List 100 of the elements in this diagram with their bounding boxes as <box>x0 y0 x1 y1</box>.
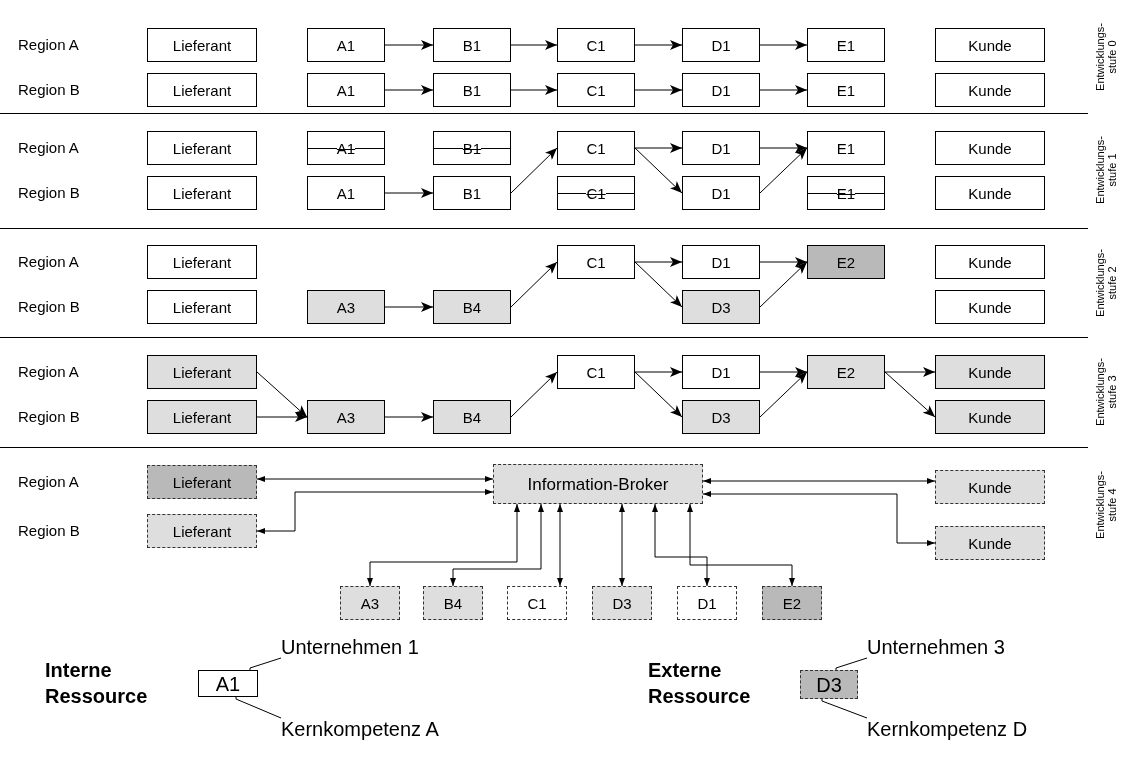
process-box <box>682 400 760 434</box>
process-box <box>682 245 760 279</box>
box-label: D1 <box>711 82 731 98</box>
process-box <box>682 73 760 107</box>
box-label: E1 <box>836 82 856 98</box>
arrow <box>759 147 808 194</box>
process-box <box>935 176 1045 210</box>
process-box <box>807 28 885 62</box>
arrow <box>256 489 494 534</box>
box-label: D3 <box>711 409 731 425</box>
leader-line <box>835 657 868 671</box>
arrow <box>884 371 936 418</box>
box-label: Lieferant <box>172 185 232 201</box>
box-label: D3 <box>711 299 731 315</box>
box-label: A1 <box>336 37 356 53</box>
region-label: Region A <box>18 139 79 157</box>
box-label: B1 <box>462 185 482 201</box>
process-box <box>147 514 257 548</box>
process-box <box>307 290 385 324</box>
box-label: A3 <box>336 409 356 425</box>
region-label: Region A <box>18 363 79 381</box>
box-label: A3 <box>336 299 356 315</box>
process-box <box>507 586 567 620</box>
arrow <box>510 261 558 308</box>
arrow <box>384 85 434 95</box>
process-box <box>682 355 760 389</box>
process-box <box>935 400 1045 434</box>
box-label: B4 <box>462 299 482 315</box>
box-label: E1 <box>836 185 856 201</box>
box-label: A1 <box>336 140 356 156</box>
process-box <box>147 131 257 165</box>
process-box <box>807 73 885 107</box>
region-label: Region A <box>18 36 79 54</box>
process-box <box>433 73 511 107</box>
process-box <box>935 355 1045 389</box>
box-label: B1 <box>462 140 482 156</box>
box-label: A1 <box>215 673 241 694</box>
process-box <box>557 355 635 389</box>
process-box <box>935 526 1045 560</box>
process-box <box>682 290 760 324</box>
stage-label: Entwicklungs- stufe 3 <box>1094 357 1118 428</box>
box-label: A3 <box>360 595 380 611</box>
arrow <box>759 367 808 377</box>
box-label: Kunde <box>968 37 1012 53</box>
box-label: D1 <box>711 185 731 201</box>
box-label: D3 <box>612 595 632 611</box>
arrow <box>884 367 936 377</box>
arrow <box>634 257 683 267</box>
arrow <box>384 302 434 312</box>
box-label: D1 <box>697 595 717 611</box>
region-label: Region A <box>18 253 79 271</box>
box-label: B1 <box>462 82 482 98</box>
box-label: Lieferant <box>172 254 232 270</box>
process-box <box>433 400 511 434</box>
box-label: Kunde <box>968 479 1012 495</box>
box-label: Kunde <box>968 535 1012 551</box>
arrow <box>256 476 494 482</box>
arrow <box>702 478 936 484</box>
arrow <box>384 188 434 198</box>
region-label: Region B <box>18 184 80 202</box>
box-label: Kunde <box>968 409 1012 425</box>
process-box <box>682 131 760 165</box>
process-box <box>493 464 703 504</box>
arrow <box>759 85 808 95</box>
process-box <box>147 400 257 434</box>
process-box <box>935 28 1045 62</box>
box-label: D3 <box>816 674 842 695</box>
process-box <box>935 290 1045 324</box>
process-box <box>433 176 511 210</box>
arrow <box>384 412 434 422</box>
box-label: E1 <box>836 140 856 156</box>
stage-label: Entwicklungs- stufe 2 <box>1094 248 1118 319</box>
process-box <box>807 355 885 389</box>
box-label: Lieferant <box>172 364 232 380</box>
box-label: C1 <box>586 37 606 53</box>
region-label: Region B <box>18 408 80 426</box>
box-label: Kunde <box>968 140 1012 156</box>
box-label: D1 <box>711 140 731 156</box>
box-label: B4 <box>462 409 482 425</box>
callout-text: Unternehmen 1 <box>281 636 419 658</box>
region-label: Region B <box>18 81 80 99</box>
process-box <box>307 131 385 165</box>
box-label: Lieferant <box>172 299 232 315</box>
process-box <box>682 28 760 62</box>
callout-text: Unternehmen 3 <box>867 636 1005 658</box>
process-box <box>935 245 1045 279</box>
box-label: D1 <box>711 364 731 380</box>
stage-label: Entwicklungs- stufe 1 <box>1094 135 1118 206</box>
box-label: Lieferant <box>172 409 232 425</box>
box-label: Lieferant <box>172 82 232 98</box>
box-label: Kunde <box>968 185 1012 201</box>
leader-line <box>235 696 282 719</box>
box-label: E2 <box>836 254 856 270</box>
arrow <box>256 412 308 422</box>
box-label: Lieferant <box>172 474 232 490</box>
arrow <box>634 371 683 418</box>
process-box <box>307 73 385 107</box>
box-label: C1 <box>586 82 606 98</box>
process-box <box>147 290 257 324</box>
stage-label: Entwicklungs- stufe 0 <box>1094 22 1118 93</box>
